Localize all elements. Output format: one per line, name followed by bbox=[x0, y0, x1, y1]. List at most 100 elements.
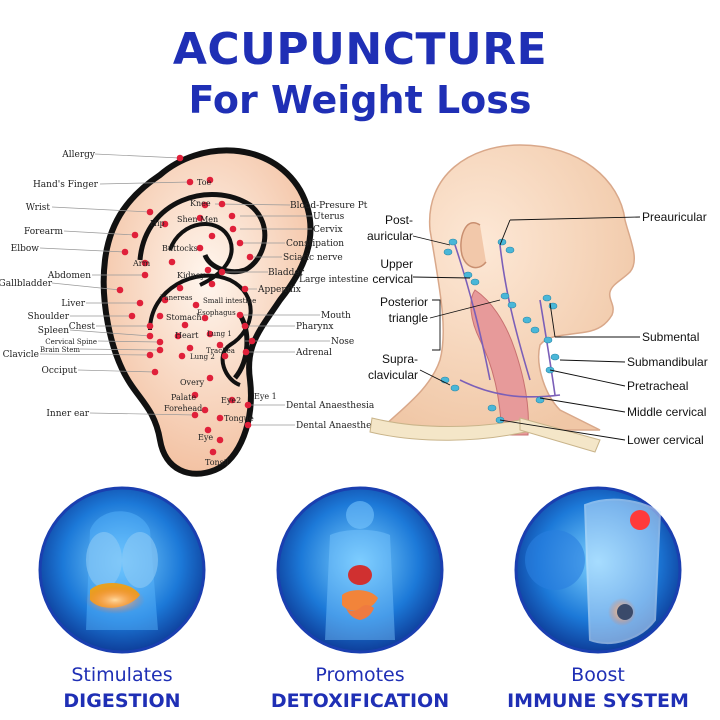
neck-label: Upper bbox=[380, 257, 413, 271]
neck-label: cervical bbox=[372, 272, 413, 286]
neck-muscle bbox=[470, 289, 529, 436]
neck-label: Submental bbox=[642, 330, 699, 344]
neck-label: triangle bbox=[389, 311, 429, 325]
ear-label: Palate bbox=[171, 393, 196, 402]
neck-label: Submandibular bbox=[627, 355, 708, 369]
ear-label: Adrenal bbox=[295, 348, 332, 358]
ear-label: Elbow bbox=[11, 244, 40, 254]
ear-helix-inner bbox=[137, 191, 268, 275]
benefit-digestion-image bbox=[38, 486, 206, 654]
ear-right-labels: Blood-Presure Pt Uterus Cervix Constipat… bbox=[257, 201, 385, 431]
ear-inner-labels: Toe Knee Hip Shen Men Buttocks Arm Kidne… bbox=[132, 178, 277, 467]
neck-left-labels: Post- auricular Upper cervical Posterior… bbox=[367, 213, 428, 382]
neck-label: Posterior bbox=[380, 295, 428, 309]
ear-label: Mouth bbox=[321, 311, 351, 321]
caption-line-1: Promotes bbox=[315, 664, 405, 686]
ear-label: Nose bbox=[331, 337, 354, 347]
ear-label: Esophagus bbox=[197, 309, 236, 317]
ear-label: Dental Anaesthesia bbox=[286, 401, 375, 411]
ear-label: Toe bbox=[197, 178, 212, 187]
ear-label: Constipation bbox=[286, 239, 344, 249]
neck-label: Lower cervical bbox=[627, 433, 704, 447]
ear-label: Shoulder bbox=[28, 312, 70, 322]
ear-label: Liver bbox=[61, 299, 85, 309]
title-line-1: ACUPUNCTURE bbox=[172, 24, 548, 75]
caption-line-1: Boost bbox=[571, 664, 625, 686]
ear-label: Forearm bbox=[24, 227, 63, 237]
ear-label: Clavicle bbox=[3, 350, 39, 360]
ear-diagram: Allergy Hand's Finger Wrist Forearm Elbo… bbox=[0, 147, 385, 477]
ear-label: Pharynx bbox=[296, 322, 333, 332]
ear-label: Large intestine bbox=[299, 275, 368, 285]
ear-label: Panereas bbox=[160, 294, 193, 302]
ear-leader-lines bbox=[39, 153, 330, 426]
ear-label: Chest bbox=[69, 322, 96, 332]
ear-label: Eye bbox=[198, 433, 213, 442]
ear-outline bbox=[100, 147, 314, 477]
ear-label: Tongue bbox=[224, 414, 254, 423]
ear-label: Overy bbox=[180, 378, 205, 387]
ear-label: Kidney bbox=[177, 271, 206, 280]
neck-label: Preauricular bbox=[642, 210, 707, 224]
benefit-caption-detox: Promotes DETOXIFICATION bbox=[250, 662, 470, 714]
title-line-2: For Weight Loss bbox=[188, 78, 532, 122]
ear-label: Shen Men bbox=[177, 215, 218, 224]
ear-label: Arm bbox=[132, 259, 151, 268]
organ-icon bbox=[348, 565, 372, 585]
ear-label: Dental Anaesthesia bbox=[296, 421, 385, 431]
caption-line-1: Stimulates bbox=[71, 664, 173, 686]
ear-label: Eye2 bbox=[221, 396, 241, 405]
ear-label: Tonsil bbox=[205, 458, 229, 467]
caption-line-2: DETOXIFICATION bbox=[270, 690, 450, 712]
caption-line-2: DIGESTION bbox=[63, 690, 181, 712]
ear-label: Small intestine bbox=[203, 297, 256, 305]
ear-label: Hand's Finger bbox=[33, 180, 99, 190]
ear-concha bbox=[148, 273, 253, 387]
ear-shape bbox=[460, 222, 487, 269]
benefit-caption-digestion: Stimulates DIGESTION bbox=[12, 662, 232, 714]
clavicle-bone bbox=[369, 417, 526, 441]
ear-label: Appendix bbox=[257, 285, 301, 295]
ear-label: Hip bbox=[150, 219, 165, 228]
neck-diagram: Post- auricular Upper cervical Posterior… bbox=[367, 144, 708, 453]
ear-label: Blood-Presure Pt bbox=[290, 201, 368, 211]
caption-line-2: IMMUNE SYSTEM bbox=[507, 690, 689, 712]
virus-icon bbox=[617, 604, 633, 620]
neck-label: Middle cervical bbox=[627, 405, 706, 419]
ear-label: Lung 2 bbox=[190, 353, 215, 361]
ear-label: Gallbladder bbox=[0, 279, 53, 289]
benefit-detox-image bbox=[276, 486, 444, 654]
ear-label: Eye 1 bbox=[254, 392, 277, 401]
virus-icon bbox=[630, 510, 650, 530]
ear-label: Sciatic nerve bbox=[283, 253, 343, 263]
ear-label: Lung 1 bbox=[207, 330, 232, 338]
ear-label: Allergy bbox=[61, 150, 96, 160]
ear-label: Knee bbox=[190, 199, 211, 208]
neck-right-labels: Preauricular Submental Submandibular Pre… bbox=[627, 210, 708, 447]
ear-tragus bbox=[232, 313, 250, 380]
benefit-immune-image bbox=[514, 486, 682, 654]
ear-label: Cervical Spine bbox=[45, 338, 97, 346]
neck-label: Pretracheal bbox=[627, 379, 688, 393]
ear-label: Buttocks bbox=[162, 244, 198, 253]
lymph-vessels bbox=[454, 244, 561, 398]
neck-label: auricular bbox=[367, 229, 413, 243]
ear-label: Spleen bbox=[38, 326, 69, 336]
neck-leader-lines bbox=[412, 216, 641, 441]
benefit-caption-immune: Boost IMMUNE SYSTEM bbox=[488, 662, 708, 714]
ear-label: Forehead bbox=[164, 404, 202, 413]
neck-label: Post- bbox=[385, 213, 413, 227]
ear-label: Brain Stem bbox=[40, 346, 80, 354]
ear-label: Inner ear bbox=[46, 409, 89, 419]
ear-label: Cervix bbox=[313, 225, 343, 235]
neck-label: Supra- bbox=[382, 352, 418, 366]
ear-label: Trachea bbox=[206, 347, 235, 355]
ear-label: Heart bbox=[175, 331, 199, 340]
neck-label: clavicular bbox=[368, 368, 418, 382]
shield-icon bbox=[583, 498, 662, 645]
ear-left-labels: Allergy Hand's Finger Wrist Forearm Elbo… bbox=[0, 150, 99, 419]
ear-label: Uterus bbox=[313, 212, 345, 222]
ear-label: Wrist bbox=[26, 203, 51, 213]
ear-label: Abdomen bbox=[47, 271, 91, 281]
